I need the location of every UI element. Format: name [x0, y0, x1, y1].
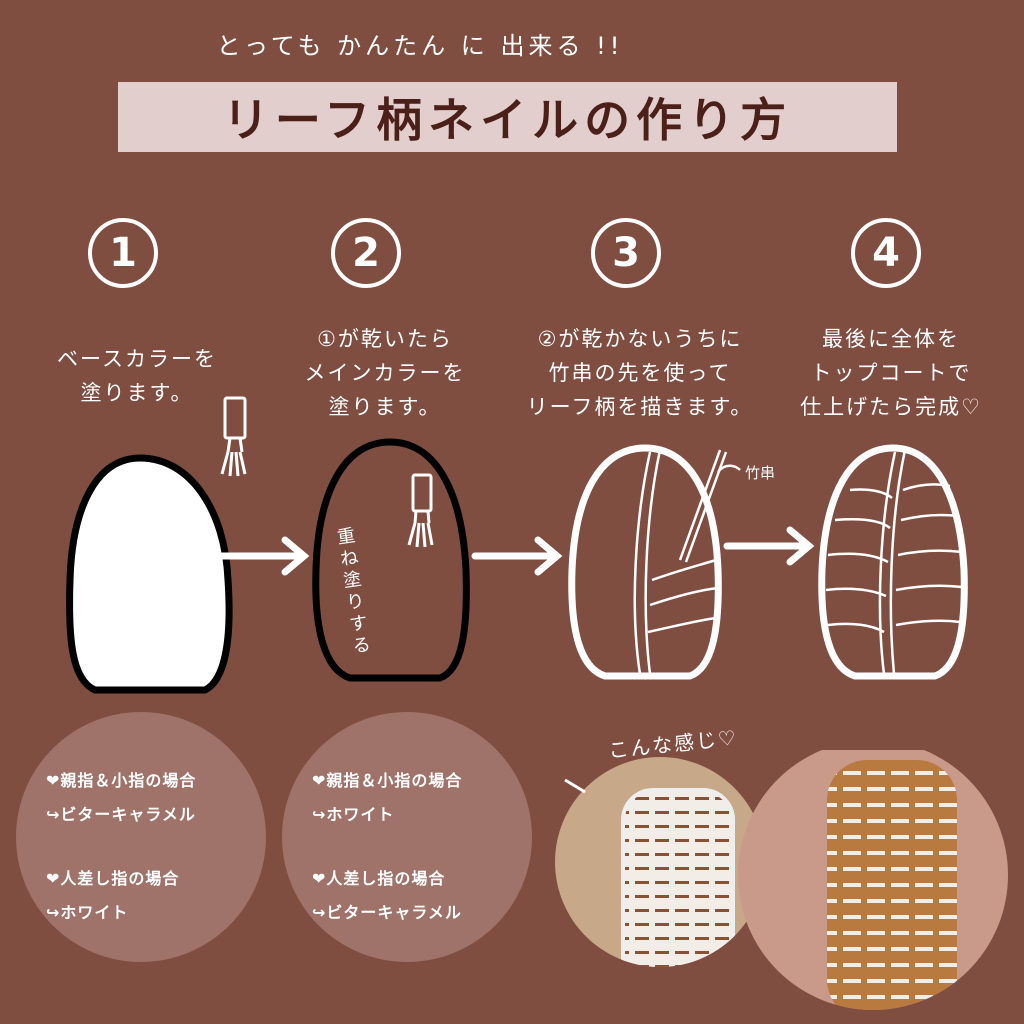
- step-4-text: 最後に全体を トップコートで 仕上げたら完成♡: [776, 322, 1006, 424]
- photo-caramel-nail: [738, 750, 1008, 1010]
- example-photos: [555, 750, 1008, 1010]
- note-circle-1: ❤親指＆小指の場合 ↪ビターキャラメル ❤人差し指の場合 ↪ホワイト: [16, 712, 266, 962]
- nail-illustrations: [66, 396, 968, 694]
- step-1-text: ベースカラーを 塗ります。: [22, 342, 252, 410]
- step-line: ベースカラーを: [57, 347, 217, 371]
- arrow-icon: [471, 536, 563, 576]
- step-line: メインカラーを: [304, 361, 466, 385]
- title-banner: リーフ柄ネイルの作り方: [118, 82, 897, 152]
- nail-1-white: [66, 454, 233, 694]
- note-heading: ❤人差し指の場合: [312, 869, 446, 888]
- step-number-1: 1: [88, 218, 158, 288]
- step-line: ①が乾いたら: [317, 327, 453, 351]
- step-line: ②が乾かないうちに: [537, 327, 743, 351]
- photo-white-nail: [555, 757, 765, 967]
- note-value: ↪ホワイト: [46, 903, 129, 922]
- note-circle-2: ❤親指＆小指の場合 ↪ホワイト ❤人差し指の場合 ↪ビターキャラメル: [282, 712, 532, 962]
- note-heading: ❤親指＆小指の場合: [312, 771, 463, 790]
- step-line: 塗ります。: [80, 381, 194, 405]
- brush-icon: [407, 473, 434, 548]
- brush-icon: [220, 396, 247, 477]
- note-heading: ❤親指＆小指の場合: [46, 771, 197, 790]
- step-line: リーフ柄を描きます。: [526, 395, 754, 419]
- step-line: 最後に全体を: [822, 327, 960, 351]
- page-title: リーフ柄ネイルの作り方: [222, 93, 793, 147]
- step-number-3: 3: [591, 218, 661, 288]
- step-2-text: ①が乾いたら メインカラーを 塗ります。: [270, 322, 500, 424]
- arrow-icon: [218, 536, 310, 576]
- subtitle: とっても かんたん に 出来る !!: [216, 32, 624, 60]
- nail-4-outline: [818, 444, 968, 680]
- note-value: ↪ホワイト: [312, 805, 395, 824]
- tool-label: 竹串: [745, 464, 776, 482]
- nail-2-dark: [312, 438, 470, 682]
- step-line: トップコートで: [810, 361, 972, 385]
- step-line: 竹串の先を使って: [548, 361, 732, 385]
- step-number-4: 4: [851, 218, 921, 288]
- step-3-text: ②が乾かないうちに 竹串の先を使って リーフ柄を描きます。: [510, 322, 770, 424]
- arrow-icon: [723, 526, 815, 566]
- step-number-2: 2: [331, 218, 401, 288]
- step-line: 仕上げたら完成♡: [800, 395, 982, 419]
- note-value: ↪ビターキャラメル: [46, 805, 196, 824]
- step-line: 塗ります。: [328, 395, 442, 419]
- note-value: ↪ビターキャラメル: [312, 903, 462, 922]
- note-heading: ❤人差し指の場合: [46, 869, 180, 888]
